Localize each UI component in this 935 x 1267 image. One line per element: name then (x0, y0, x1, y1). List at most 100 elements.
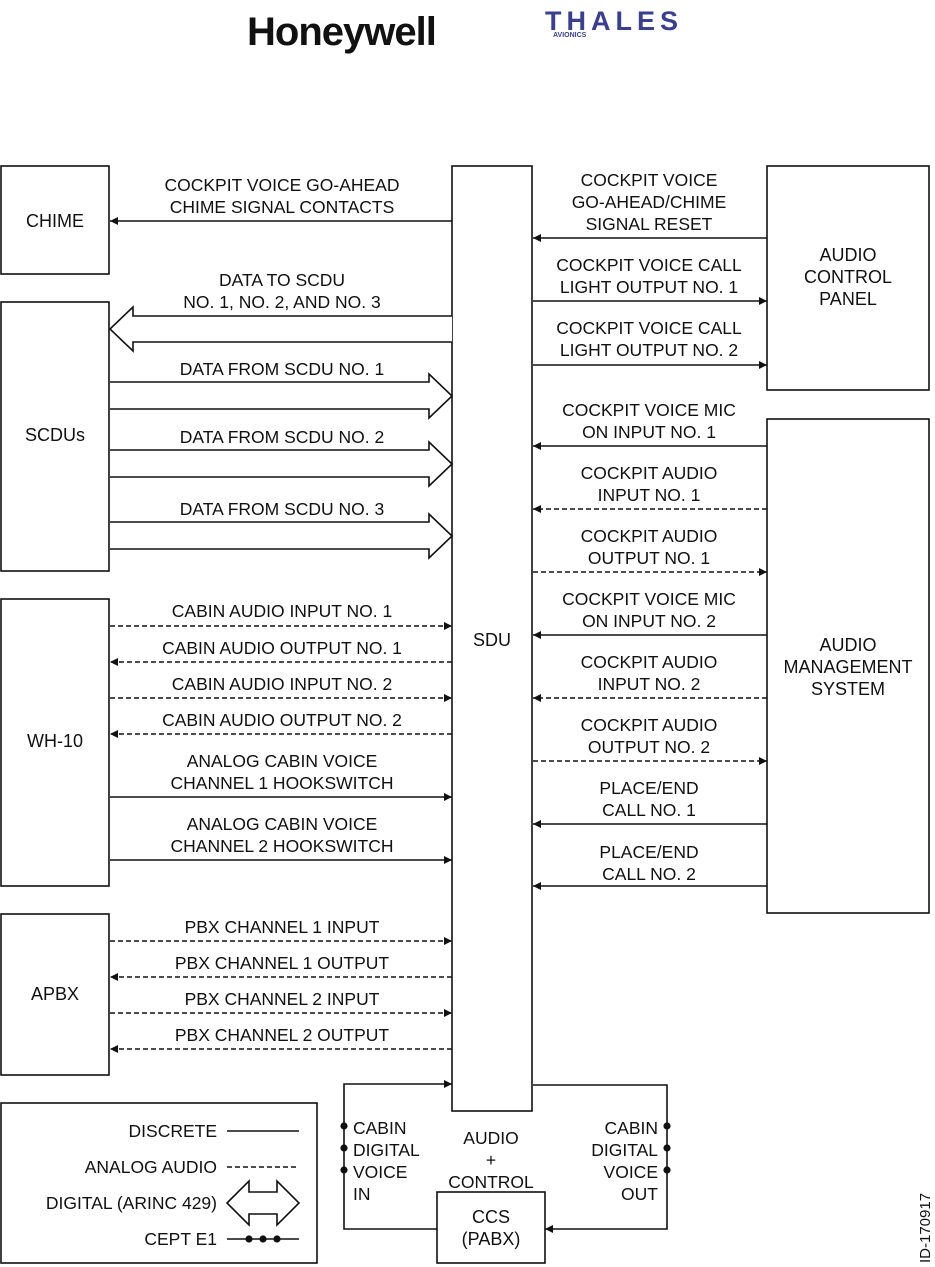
honeywell-logo: Honeywell (247, 10, 437, 54)
cockpit-audio-input-1-signal: COCKPIT AUDIO INPUT NO. 1 (533, 463, 767, 513)
apbx-box: APBX (0, 913, 110, 1076)
legend-digital-arinc-429: DIGITAL (ARINC 429) (46, 1179, 301, 1227)
svg-text:INPUT NO. 2: INPUT NO. 2 (598, 674, 701, 694)
svg-text:MANAGEMENT: MANAGEMENT (783, 657, 912, 677)
svg-text:CONTROL: CONTROL (804, 267, 892, 287)
svg-text:OUT: OUT (621, 1184, 658, 1204)
svg-text:COCKPIT VOICE MIC: COCKPIT VOICE MIC (562, 589, 736, 609)
wh10-label: WH-10 (27, 731, 83, 751)
call-light-output-2-signal: COCKPIT VOICE CALL LIGHT OUTPUT NO. 2 (533, 318, 767, 369)
data-to-scdu-bus: DATA TO SCDU NO. 1, NO. 2, AND NO. 3 (108, 270, 452, 353)
cockpit-audio-output-2-signal: COCKPIT AUDIO OUTPUT NO. 2 (533, 715, 767, 765)
svg-text:THALES: THALES (545, 6, 683, 36)
cabin-audio-output-2-signal: CABIN AUDIO OUTPUT NO. 2 (110, 710, 452, 738)
data-from-scdu-2-bus: DATA FROM SCDU NO. 2 (110, 427, 454, 488)
svg-text:COCKPIT VOICE CALL: COCKPIT VOICE CALL (556, 255, 742, 275)
svg-text:OUTPUT NO. 1: OUTPUT NO. 1 (588, 548, 710, 568)
ccs-pabx-box: CCS (PABX) (436, 1191, 546, 1264)
svg-text:PBX CHANNEL 1 INPUT: PBX CHANNEL 1 INPUT (185, 917, 380, 937)
svg-text:CHANNEL 1 HOOKSWITCH: CHANNEL 1 HOOKSWITCH (171, 773, 394, 793)
svg-text:ANALOG AUDIO: ANALOG AUDIO (85, 1157, 217, 1177)
svg-text:DIGITAL: DIGITAL (353, 1140, 420, 1160)
thales-logo: THALES AVIONICS (545, 6, 683, 39)
cockpit-audio-output-1-signal: COCKPIT AUDIO OUTPUT NO. 1 (533, 526, 767, 576)
svg-text:NO. 1, NO. 2, AND NO. 3: NO. 1, NO. 2, AND NO. 3 (183, 292, 380, 312)
cabin-digital-voice-in-link: CABIN DIGITAL VOICE IN (340, 1080, 452, 1230)
cabin-digital-voice-out-link: CABIN DIGITAL VOICE OUT (533, 1084, 671, 1233)
scdus-box: SCDUs (0, 301, 110, 572)
svg-text:CABIN: CABIN (605, 1118, 658, 1138)
svg-text:DIGITAL: DIGITAL (591, 1140, 658, 1160)
svg-text:+: + (486, 1150, 496, 1170)
chime-box: CHIME (0, 165, 110, 275)
svg-text:INPUT NO. 1: INPUT NO. 1 (598, 485, 701, 505)
legend-discrete: DISCRETE (129, 1121, 299, 1141)
hookswitch-1-signal: ANALOG CABIN VOICE CHANNEL 1 HOOKSWITCH (110, 751, 452, 801)
mic-on-input-2-signal: COCKPIT VOICE MIC ON INPUT NO. 2 (533, 589, 767, 639)
svg-text:PLACE/END: PLACE/END (599, 778, 698, 798)
hookswitch-2-signal: ANALOG CABIN VOICE CHANNEL 2 HOOKSWITCH (110, 814, 452, 864)
svg-text:COCKPIT AUDIO: COCKPIT AUDIO (581, 526, 718, 546)
svg-text:ON INPUT NO. 1: ON INPUT NO. 1 (582, 422, 716, 442)
svg-text:OUTPUT NO. 2: OUTPUT NO. 2 (588, 737, 710, 757)
legend-analog-audio: ANALOG AUDIO (85, 1157, 299, 1177)
svg-text:LIGHT OUTPUT NO. 1: LIGHT OUTPUT NO. 1 (560, 277, 738, 297)
svg-text:DATA FROM SCDU NO. 2: DATA FROM SCDU NO. 2 (180, 427, 385, 447)
call-light-output-1-signal: COCKPIT VOICE CALL LIGHT OUTPUT NO. 1 (533, 255, 767, 305)
svg-text:COCKPIT VOICE CALL: COCKPIT VOICE CALL (556, 318, 742, 338)
cabin-audio-output-1-signal: CABIN AUDIO OUTPUT NO. 1 (110, 638, 452, 666)
svg-text:(PABX): (PABX) (462, 1229, 521, 1249)
svg-text:SIGNAL RESET: SIGNAL RESET (586, 214, 713, 234)
svg-text:CABIN AUDIO OUTPUT NO. 1: CABIN AUDIO OUTPUT NO. 1 (162, 638, 402, 658)
place-end-call-1-signal: PLACE/END CALL NO. 1 (533, 778, 767, 828)
svg-text:CALL NO. 1: CALL NO. 1 (602, 800, 696, 820)
legend: DISCRETE ANALOG AUDIO DIGITAL (ARINC 429… (0, 1102, 318, 1264)
svg-text:VOICE: VOICE (353, 1162, 407, 1182)
svg-text:ANALOG CABIN VOICE: ANALOG CABIN VOICE (187, 751, 378, 771)
data-from-scdu-3-bus: DATA FROM SCDU NO. 3 (110, 499, 454, 560)
cockpit-audio-input-2-signal: COCKPIT AUDIO INPUT NO. 2 (533, 652, 767, 702)
pbx-channel-1-output-signal: PBX CHANNEL 1 OUTPUT (110, 953, 452, 981)
svg-text:VOICE: VOICE (604, 1162, 658, 1182)
svg-text:AUDIO: AUDIO (819, 635, 876, 655)
pbx-channel-2-input-signal: PBX CHANNEL 2 INPUT (110, 989, 452, 1017)
svg-text:DATA FROM SCDU NO. 1: DATA FROM SCDU NO. 1 (180, 359, 385, 379)
scdus-label: SCDUs (25, 425, 85, 445)
svg-text:PANEL: PANEL (819, 289, 877, 309)
svg-text:CONTROL: CONTROL (448, 1172, 534, 1192)
svg-text:LIGHT OUTPUT NO. 2: LIGHT OUTPUT NO. 2 (560, 340, 738, 360)
svg-text:DISCRETE: DISCRETE (129, 1121, 217, 1141)
svg-text:AUDIO: AUDIO (463, 1128, 518, 1148)
svg-text:DATA TO SCDU: DATA TO SCDU (219, 270, 345, 290)
svg-text:COCKPIT VOICE GO-AHEAD: COCKPIT VOICE GO-AHEAD (165, 175, 400, 195)
cabin-audio-input-1-signal: CABIN AUDIO INPUT NO. 1 (110, 601, 452, 630)
svg-text:PBX CHANNEL 2 INPUT: PBX CHANNEL 2 INPUT (185, 989, 380, 1009)
svg-text:SYSTEM: SYSTEM (811, 679, 885, 699)
audio-management-system-box: AUDIO MANAGEMENT SYSTEM (766, 418, 930, 914)
svg-text:DIGITAL (ARINC 429): DIGITAL (ARINC 429) (46, 1193, 217, 1213)
svg-text:CABIN: CABIN (353, 1118, 406, 1138)
pbx-channel-2-output-signal: PBX CHANNEL 2 OUTPUT (110, 1025, 452, 1053)
svg-text:CABIN AUDIO INPUT NO. 1: CABIN AUDIO INPUT NO. 1 (172, 601, 392, 621)
svg-text:ON INPUT NO. 2: ON INPUT NO. 2 (582, 611, 716, 631)
svg-text:CABIN AUDIO INPUT NO. 2: CABIN AUDIO INPUT NO. 2 (172, 674, 392, 694)
figure-id: ID-170917 (917, 1193, 934, 1263)
legend-cept-e1: CEPT E1 (144, 1229, 299, 1249)
svg-text:IN: IN (353, 1184, 371, 1204)
svg-text:DATA FROM SCDU NO. 3: DATA FROM SCDU NO. 3 (180, 499, 385, 519)
svg-text:AUDIO: AUDIO (819, 245, 876, 265)
svg-text:GO-AHEAD/CHIME: GO-AHEAD/CHIME (572, 192, 727, 212)
svg-text:CALL NO. 2: CALL NO. 2 (602, 864, 696, 884)
svg-text:COCKPIT VOICE MIC: COCKPIT VOICE MIC (562, 400, 736, 420)
data-from-scdu-1-bus: DATA FROM SCDU NO. 1 (110, 359, 454, 420)
svg-text:CHIME SIGNAL CONTACTS: CHIME SIGNAL CONTACTS (170, 197, 395, 217)
svg-text:ANALOG CABIN VOICE: ANALOG CABIN VOICE (187, 814, 378, 834)
svg-text:COCKPIT VOICE: COCKPIT VOICE (581, 170, 718, 190)
svg-text:COCKPIT AUDIO: COCKPIT AUDIO (581, 463, 718, 483)
cabin-audio-input-2-signal: CABIN AUDIO INPUT NO. 2 (110, 674, 452, 702)
svg-text:PBX CHANNEL 2 OUTPUT: PBX CHANNEL 2 OUTPUT (175, 1025, 390, 1045)
apbx-label: APBX (31, 984, 79, 1004)
mic-on-input-1-signal: COCKPIT VOICE MIC ON INPUT NO. 1 (533, 400, 767, 450)
